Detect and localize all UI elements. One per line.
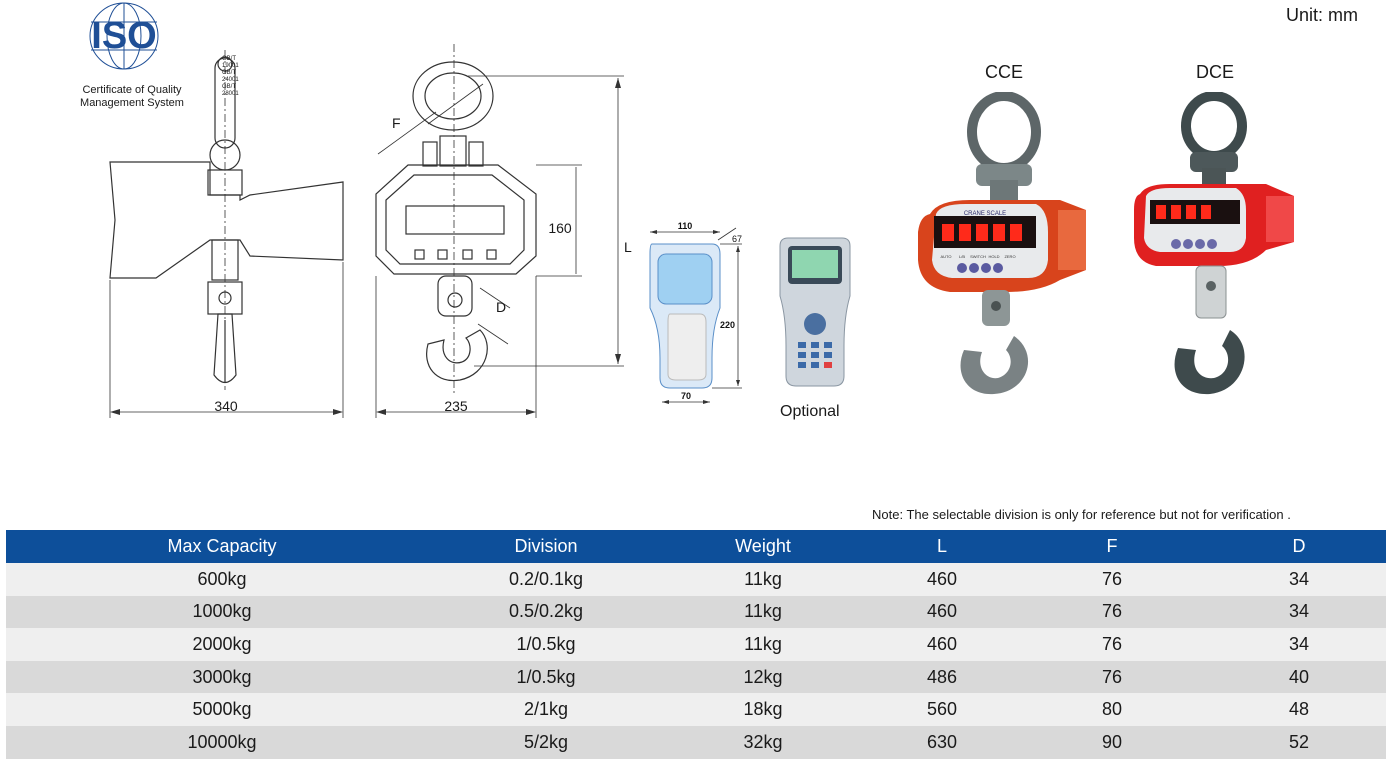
- dim-hook-d: D: [496, 299, 506, 315]
- dim-shackle-f: F: [392, 115, 401, 131]
- iso-caption: Certificate of Quality Management System: [80, 84, 184, 109]
- table-header-row: Max Capacity Division Weight L F D: [6, 530, 1386, 563]
- cell-division: 2/1kg: [438, 693, 654, 726]
- cell-l: 460: [872, 595, 1012, 629]
- optional-remote-image: [779, 237, 851, 387]
- cce-label: CCE: [985, 62, 1024, 82]
- cell-d: 48: [1212, 693, 1386, 726]
- dim-body-height: 160: [548, 220, 572, 236]
- svg-text:ZERO: ZERO: [1004, 254, 1015, 259]
- iso-logo: ISO GB/T 19001 GB/T 24001 GB/T 28001: [72, 2, 239, 114]
- side-view-drawing: 340: [109, 50, 344, 418]
- cell-division: 1/0.5kg: [438, 628, 654, 661]
- spec-table: Max Capacity Division Weight L F D 600kg…: [6, 530, 1386, 759]
- front-view-drawing: F 160 L D 235: [375, 44, 632, 418]
- header-division: Division: [438, 530, 654, 563]
- iso-logo-text: ISO: [91, 15, 156, 57]
- cell-f: 76: [1012, 660, 1212, 694]
- unit-label: Unit: mm: [1286, 5, 1358, 25]
- dim-total-length: L: [624, 239, 632, 255]
- cell-weight: 18kg: [654, 693, 872, 726]
- header-max-capacity: Max Capacity: [6, 530, 438, 563]
- cell-f: 90: [1012, 725, 1212, 759]
- cell-capacity: 1000kg: [6, 595, 438, 629]
- cell-division: 0.2/0.1kg: [438, 563, 654, 596]
- dce-label: DCE: [1196, 62, 1235, 82]
- dim-side-width: 340: [214, 398, 238, 414]
- cell-weight: 11kg: [654, 563, 872, 596]
- cell-weight: 11kg: [654, 628, 872, 661]
- cell-f: 76: [1012, 595, 1212, 629]
- header-weight: Weight: [654, 530, 872, 563]
- svg-text:L/B: L/B: [959, 254, 965, 259]
- dim-remote-width: 110: [678, 221, 693, 231]
- cce-panel-text: CRANE SCALE: [964, 211, 1006, 217]
- cce-scale-image: CRANE SCALE AUTO L/B SWITCH HOLD ZERO: [918, 92, 1086, 395]
- cell-division: 0.5/0.2kg: [438, 595, 654, 629]
- cell-weight: 11kg: [654, 595, 872, 629]
- cell-d: 34: [1212, 628, 1386, 661]
- cell-capacity: 3000kg: [6, 660, 438, 694]
- table-row: 600kg 0.2/0.1kg 11kg 460 76 34: [6, 563, 1386, 596]
- table-row: 3000kg 1/0.5kg 12kg 486 76 40: [6, 660, 1386, 694]
- cell-capacity: 5000kg: [6, 693, 438, 726]
- table-row: 1000kg 0.5/0.2kg 11kg 460 76 34: [6, 595, 1386, 629]
- dce-scale-image: [1134, 92, 1294, 395]
- cell-l: 486: [872, 660, 1012, 694]
- cell-l: 630: [872, 725, 1012, 759]
- cell-f: 76: [1012, 563, 1212, 596]
- cell-capacity: 2000kg: [6, 628, 438, 661]
- cell-f: 76: [1012, 628, 1212, 661]
- table-row: 5000kg 2/1kg 18kg 560 80 48: [6, 693, 1386, 726]
- optional-label: Optional: [780, 403, 840, 420]
- header-f: F: [1012, 530, 1212, 563]
- cell-f: 80: [1012, 693, 1212, 726]
- header-l: L: [872, 530, 1012, 563]
- cell-l: 460: [872, 628, 1012, 661]
- cell-d: 40: [1212, 660, 1386, 694]
- svg-text:AUTO: AUTO: [940, 254, 951, 259]
- remote-drawing: 110 67 220 70: [649, 221, 742, 404]
- svg-text:HOLD: HOLD: [988, 254, 999, 259]
- cell-weight: 12kg: [654, 660, 872, 694]
- cell-l: 560: [872, 693, 1012, 726]
- cell-division: 5/2kg: [438, 725, 654, 759]
- cell-d: 34: [1212, 563, 1386, 596]
- table-note: Note: The selectable division is only fo…: [872, 507, 1291, 522]
- cell-capacity: 10000kg: [6, 725, 438, 759]
- cell-capacity: 600kg: [6, 563, 438, 596]
- dim-remote-bottom: 70: [681, 391, 691, 401]
- table-row: 2000kg 1/0.5kg 11kg 460 76 34: [6, 628, 1386, 661]
- header-d: D: [1212, 530, 1386, 563]
- dim-remote-depth: 67: [732, 234, 742, 244]
- svg-text:SWITCH: SWITCH: [970, 254, 986, 259]
- dim-front-width: 235: [444, 398, 468, 414]
- cell-weight: 32kg: [654, 725, 872, 759]
- dim-remote-height: 220: [720, 320, 735, 330]
- cell-division: 1/0.5kg: [438, 660, 654, 694]
- cell-l: 460: [872, 563, 1012, 596]
- cell-d: 52: [1212, 725, 1386, 759]
- table-row: 10000kg 5/2kg 32kg 630 90 52: [6, 725, 1386, 759]
- cell-d: 34: [1212, 595, 1386, 629]
